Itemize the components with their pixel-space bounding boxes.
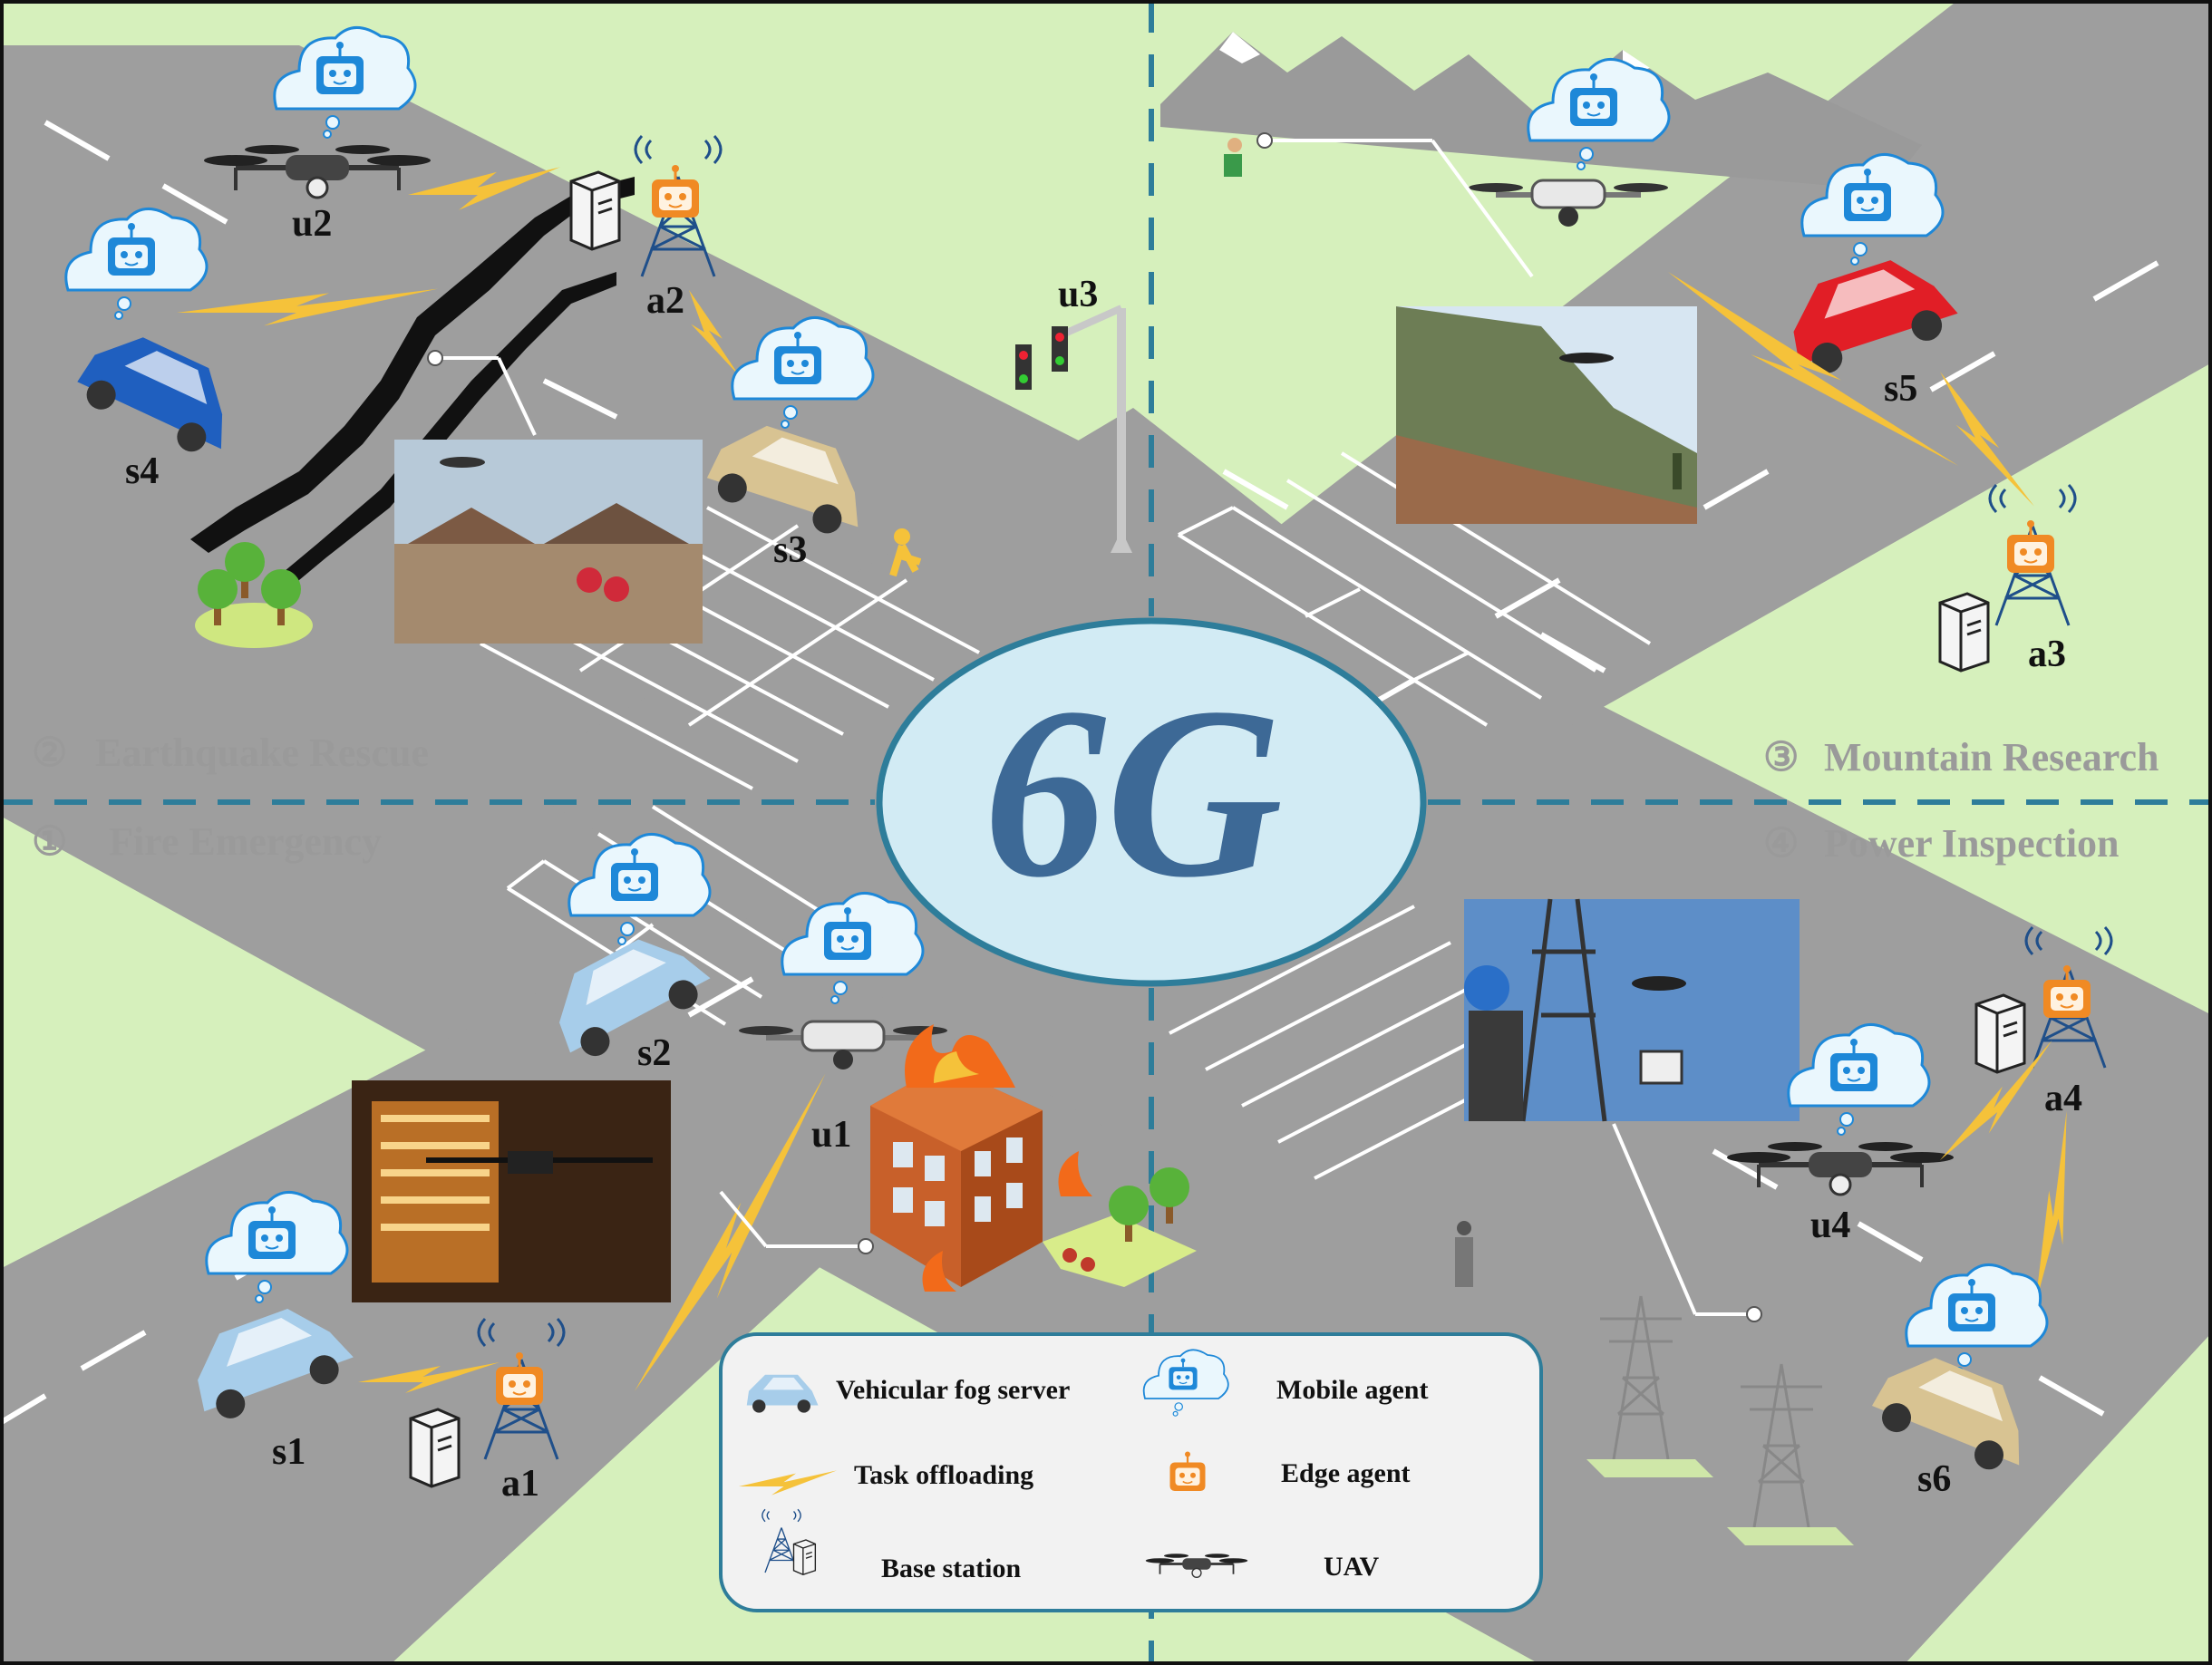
earthquake-photo bbox=[394, 440, 703, 644]
label-s2: s2 bbox=[637, 1032, 671, 1074]
section-earthquake-num: ② bbox=[32, 731, 67, 775]
section-earthquake: ② Earthquake Rescue bbox=[32, 731, 429, 775]
pedestrian-icon bbox=[889, 528, 922, 577]
drone-u1-icon bbox=[739, 1020, 947, 1070]
section-mountain-num: ③ bbox=[1763, 735, 1799, 779]
legend-mobile-agent: Mobile agent bbox=[1276, 1375, 1428, 1405]
callout-line bbox=[1612, 1123, 1697, 1315]
6g-hub: 6G bbox=[876, 617, 1427, 987]
section-power-title: Power Inspection bbox=[1824, 821, 2120, 866]
label-s5: s5 bbox=[1884, 368, 1917, 410]
legend-edge-agent: Edge agent bbox=[1281, 1458, 1411, 1488]
traffic-light-u3-icon bbox=[1015, 305, 1132, 553]
label-a1: a1 bbox=[501, 1463, 539, 1505]
power-photo bbox=[1464, 898, 1800, 1122]
hiker-icon bbox=[1224, 138, 1242, 177]
server-a1-icon bbox=[409, 1408, 461, 1488]
section-mountain: ③ Mountain Research bbox=[1763, 735, 2159, 779]
section-fire-num: ① bbox=[32, 819, 67, 864]
callout-dot bbox=[858, 1238, 874, 1254]
label-s3: s3 bbox=[773, 529, 807, 571]
legend-task-offloading: Task offloading bbox=[854, 1460, 1033, 1490]
label-u4: u4 bbox=[1810, 1205, 1850, 1246]
fire-building-icon bbox=[870, 1024, 1197, 1292]
label-s4: s4 bbox=[125, 450, 159, 492]
section-power: ④ Power Inspection bbox=[1763, 821, 2120, 866]
label-u1: u1 bbox=[811, 1114, 851, 1156]
label-a4: a4 bbox=[2044, 1078, 2082, 1119]
callout-line bbox=[719, 1190, 768, 1248]
callout-dot bbox=[1256, 132, 1273, 149]
legend: Vehicular fog server Mobile agent Task o… bbox=[719, 1332, 1543, 1612]
earthquake-crack bbox=[190, 177, 635, 603]
server-a4-icon bbox=[1974, 993, 2026, 1074]
callout-dot bbox=[1746, 1306, 1762, 1322]
label-s1: s1 bbox=[272, 1431, 306, 1473]
legend-uav: UAV bbox=[1324, 1552, 1379, 1582]
section-power-num: ④ bbox=[1763, 821, 1799, 866]
legend-base-station: Base station bbox=[881, 1554, 1021, 1583]
section-mountain-title: Mountain Research bbox=[1824, 735, 2159, 779]
tree-cluster bbox=[195, 542, 313, 648]
callout-line bbox=[497, 357, 537, 436]
section-earthquake-title: Earthquake Rescue bbox=[95, 731, 429, 775]
section-fire: ① Fire Emergency bbox=[32, 819, 382, 864]
server-a3-icon bbox=[1938, 592, 1990, 673]
server-a2-icon bbox=[569, 170, 621, 251]
label-u3: u3 bbox=[1058, 274, 1098, 315]
callout-line bbox=[1431, 139, 1534, 278]
label-a2: a2 bbox=[646, 280, 684, 322]
label-u2: u2 bbox=[292, 203, 332, 245]
drone-u3-icon bbox=[1469, 179, 1668, 227]
section-fire-title: Fire Emergency bbox=[109, 819, 382, 864]
worker-icon bbox=[1455, 1221, 1473, 1287]
mountain-photo bbox=[1396, 306, 1697, 524]
label-a3: a3 bbox=[2028, 634, 2066, 675]
label-s6: s6 bbox=[1917, 1458, 1951, 1500]
callout-dot bbox=[427, 350, 443, 366]
fire-photo bbox=[352, 1080, 671, 1302]
6g-text: 6G bbox=[984, 657, 1283, 928]
legend-vehicular-fog-server: Vehicular fog server bbox=[836, 1375, 1070, 1405]
